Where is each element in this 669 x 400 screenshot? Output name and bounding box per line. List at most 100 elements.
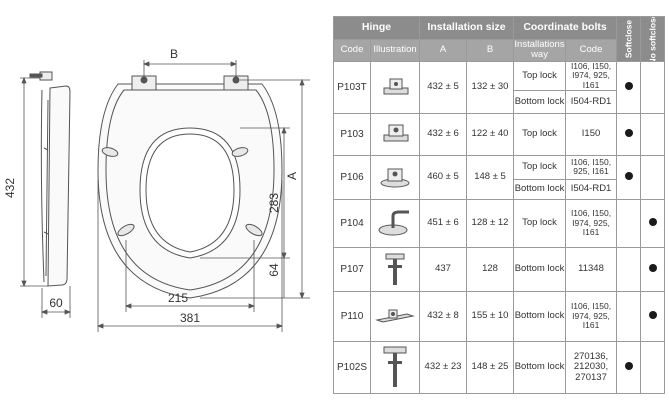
row-code: P104: [333, 198, 371, 248]
row-code: P107: [333, 246, 371, 292]
table-row: P106 460 ± 5 148 ± 5 Top lock I106, I150…: [333, 154, 666, 200]
dim-B-line: [142, 60, 238, 78]
size-b: 155 ± 10: [466, 290, 515, 342]
a-subheader: A: [419, 39, 468, 62]
row-code: P102S: [333, 340, 371, 395]
hinge-icon: [385, 253, 405, 286]
table-row: P102S 432 ± 23 148 ± 25 Bottom lock 2701…: [333, 340, 666, 395]
softclose-cell: [616, 154, 642, 200]
install-way: Bottom lock: [513, 89, 567, 114]
bolt-code: 270136, 212030, 270137: [565, 340, 618, 395]
side-view: [29, 71, 71, 287]
size-a: 432 ± 8: [419, 290, 468, 342]
nosoftclose-cell: [640, 112, 666, 156]
table-row: P110 432 ± 8 155 ± 10 Bottom lock I106, …: [333, 290, 666, 342]
size-a: 432 ± 6: [419, 112, 468, 156]
nosoftclose-dot: [648, 263, 657, 272]
dim-A-line: [200, 78, 310, 300]
size-b: 128: [466, 246, 515, 292]
dim-381-label: 381: [180, 311, 200, 325]
row-code: P103: [333, 112, 371, 156]
nosoftclose-cell: [640, 290, 666, 342]
coordinate-bolts-header: Coordinate bolts: [513, 16, 618, 40]
table-row: Bottom lock I504-RD1: [334, 89, 665, 114]
size-b: 132 ± 30: [466, 60, 515, 114]
size-a: 432 ± 5: [419, 60, 468, 114]
dim-60-label: 60: [49, 296, 63, 310]
bolt-code: I106, I150, I974, 925, I161: [565, 290, 618, 342]
softclose-cell: [616, 112, 642, 156]
dim-60-line: [40, 286, 72, 318]
hinge-illustration: [369, 112, 421, 156]
b-subheader: B: [466, 39, 515, 62]
dim-283-label: 283: [267, 193, 281, 213]
hinge-icon: [380, 168, 410, 188]
dim-432-label: 432: [3, 178, 17, 198]
seat-top-view: [97, 75, 283, 299]
size-a: 437: [419, 246, 468, 292]
table-row: P107 437 128 Bottom lock 11348: [333, 246, 666, 292]
hinge-illustration: [369, 60, 421, 114]
size-b: 148 ± 25: [466, 340, 515, 395]
hinge-icon: [383, 346, 407, 388]
hinge-illustration: [369, 246, 421, 292]
nosoftclose-cell: [640, 154, 666, 200]
softclose-cell: [616, 290, 642, 342]
table-row: P103 432 ± 6 122 ± 40 Top lock I150: [333, 112, 666, 156]
hinge-icon: [383, 124, 409, 142]
install-way: Bottom lock: [513, 290, 567, 342]
row-code: P110: [333, 290, 371, 342]
size-a: 451 ± 6: [419, 198, 468, 248]
nosoftclose-cell: [640, 340, 666, 395]
softclose-cell: [616, 198, 642, 248]
dim-381-line: [96, 180, 284, 332]
install-way: Top lock: [513, 112, 567, 156]
code2-subheader: Code: [565, 39, 618, 62]
hinge-illustration: [369, 340, 421, 395]
dim-B-label: B: [170, 47, 178, 61]
install-way: Bottom lock: [513, 246, 567, 292]
dim-215-label: 215: [168, 291, 188, 305]
illustration-subheader: Illustration: [369, 39, 421, 62]
toilet-seat-drawing: 432 60 B A: [3, 47, 310, 332]
softclose-dot: [624, 128, 633, 137]
hinge-illustration: [369, 290, 421, 342]
no-softclose-header: No softclose: [640, 16, 666, 62]
hinge-icon: [383, 78, 409, 95]
bolt-code: I106, I150, 925, I161: [565, 154, 618, 180]
softclose-dot: [624, 361, 633, 370]
table-row: P104 451 ± 6 128 ± 12 Top lock I106, I15…: [333, 198, 666, 248]
code-subheader: Code: [333, 39, 371, 62]
size-a: 432 ± 23: [419, 340, 468, 395]
table-row: Bottom lock I504-RD1: [334, 178, 665, 200]
bolt-code: I504-RD1: [565, 89, 618, 114]
bolt-code: 11348: [565, 246, 618, 292]
size-a: 460 ± 5: [419, 154, 468, 200]
size-b: 148 ± 5: [466, 154, 515, 200]
install-way: Top lock: [513, 60, 567, 91]
softclose-dot: [624, 171, 633, 180]
nosoftclose-dot: [648, 217, 657, 226]
dim-64-label: 64: [267, 263, 281, 277]
softclose-cell: [616, 246, 642, 292]
hinge-illustration: [369, 154, 421, 200]
nosoftclose-dot: [648, 310, 657, 319]
dim-A-label: A: [285, 172, 299, 180]
hinge-header: Hinge: [332, 16, 421, 40]
bolt-code: I106, I150, I974, 925, I161: [565, 198, 618, 248]
hinge-icon: [378, 210, 409, 236]
nosoftclose-cell: [640, 246, 666, 292]
dim-283-line: [200, 126, 290, 260]
install-way: Bottom lock: [513, 340, 567, 395]
install-way: Top lock: [513, 154, 567, 180]
row-code: P106: [333, 154, 371, 200]
nosoftclose-cell: [640, 60, 666, 114]
hinge-icon: [375, 309, 415, 323]
bolt-code: I150: [565, 112, 618, 156]
softclose-cell: [616, 60, 642, 114]
table-row: P103T 432 ± 5 132 ± 30 Top lock I106, I1…: [333, 60, 666, 114]
softclose-cell: [616, 340, 642, 395]
hinge-illustration: [369, 198, 421, 248]
install-way: Bottom lock: [513, 178, 567, 200]
dim-432-line: [20, 76, 48, 288]
